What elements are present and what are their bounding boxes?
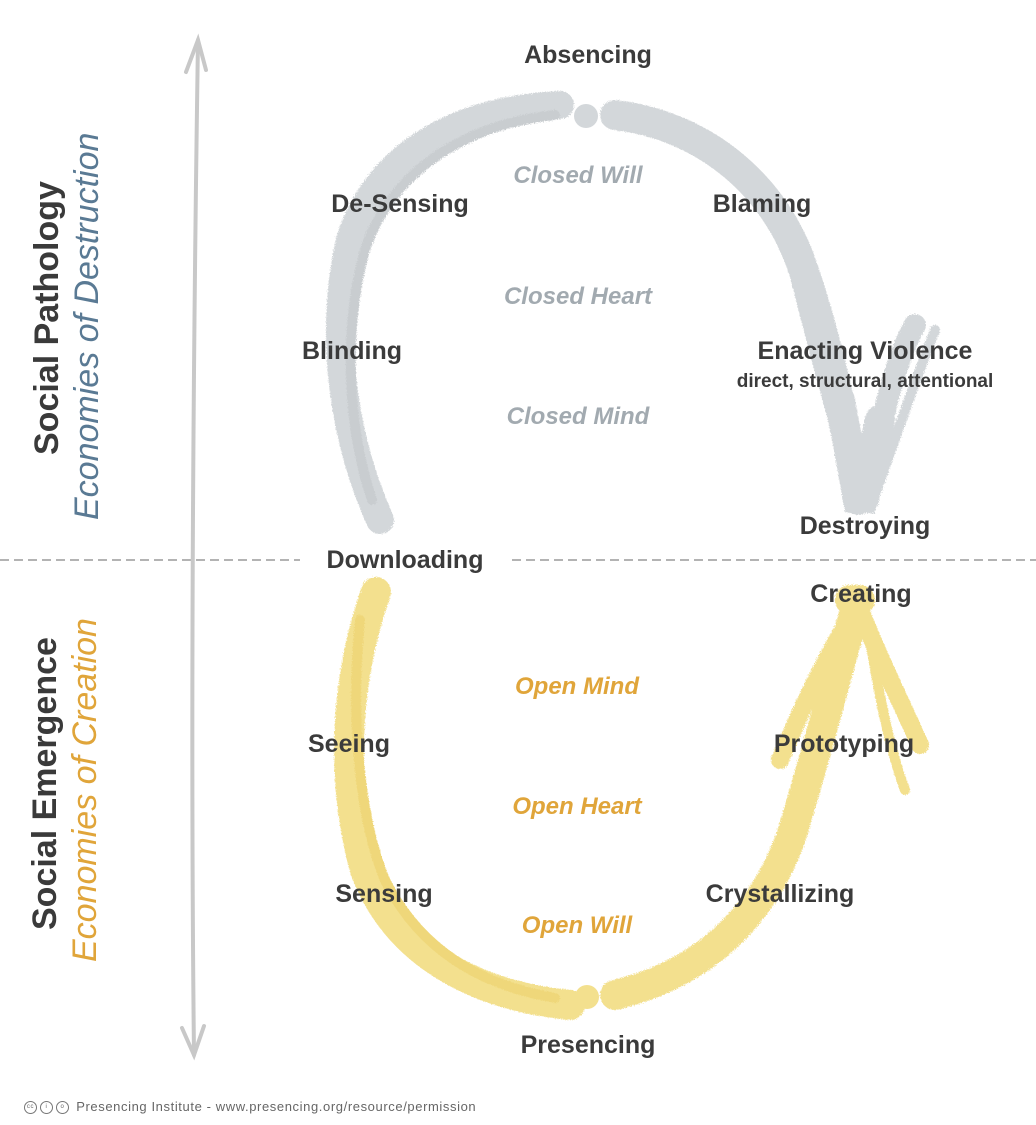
label-absencing: Absencing xyxy=(524,41,652,69)
label-crystallizing: Crystallizing xyxy=(705,880,855,908)
social-pathology-label-group: Social Pathology Economies of Destructio… xyxy=(28,132,106,520)
label-presencing: Presencing xyxy=(520,1031,656,1059)
cc-icon: cc xyxy=(24,1101,37,1115)
footer-text: Presencing Institute - www.presencing.or… xyxy=(76,1099,477,1114)
noncommercial-icon: o xyxy=(56,1101,69,1115)
social-emergence-label-group: Social Emergence Economies of Creation xyxy=(26,618,104,962)
label-prototyping: Prototyping xyxy=(773,730,915,758)
label-de-sensing: De-Sensing xyxy=(331,190,469,218)
economies-of-creation-subtitle: Economies of Creation xyxy=(66,618,104,962)
label-open-heart: Open Heart xyxy=(512,793,642,820)
label-sensing: Sensing xyxy=(335,880,433,908)
label-blaming: Blaming xyxy=(712,190,812,218)
label-open-mind: Open Mind xyxy=(515,673,639,700)
label-destroying: Destroying xyxy=(799,512,931,540)
emergence-cycle-stroke xyxy=(334,577,929,1020)
social-pathology-title: Social Pathology xyxy=(28,181,66,455)
label-enacting-violence: Enacting Violence xyxy=(757,337,973,365)
pathology-seed-dot xyxy=(574,104,598,128)
label-blinding: Blinding xyxy=(302,337,402,365)
label-violence-types: direct, structural, attentional xyxy=(736,371,994,392)
label-creating: Creating xyxy=(810,580,912,608)
emergence-seed-dot xyxy=(575,985,599,1009)
label-downloading: Downloading xyxy=(326,546,484,574)
label-closed-mind: Closed Mind xyxy=(506,403,650,430)
pathology-cycle-stroke xyxy=(326,91,940,534)
label-seeing: Seeing xyxy=(308,730,390,758)
label-closed-heart: Closed Heart xyxy=(503,283,653,310)
social-emergence-title: Social Emergence xyxy=(26,637,64,930)
label-closed-will: Closed Will xyxy=(513,162,643,189)
label-open-will: Open Will xyxy=(521,912,633,939)
vertical-axis-arrow xyxy=(180,33,208,1061)
economies-of-destruction-subtitle: Economies of Destruction xyxy=(68,132,106,520)
attribution-icon: i xyxy=(40,1101,53,1115)
